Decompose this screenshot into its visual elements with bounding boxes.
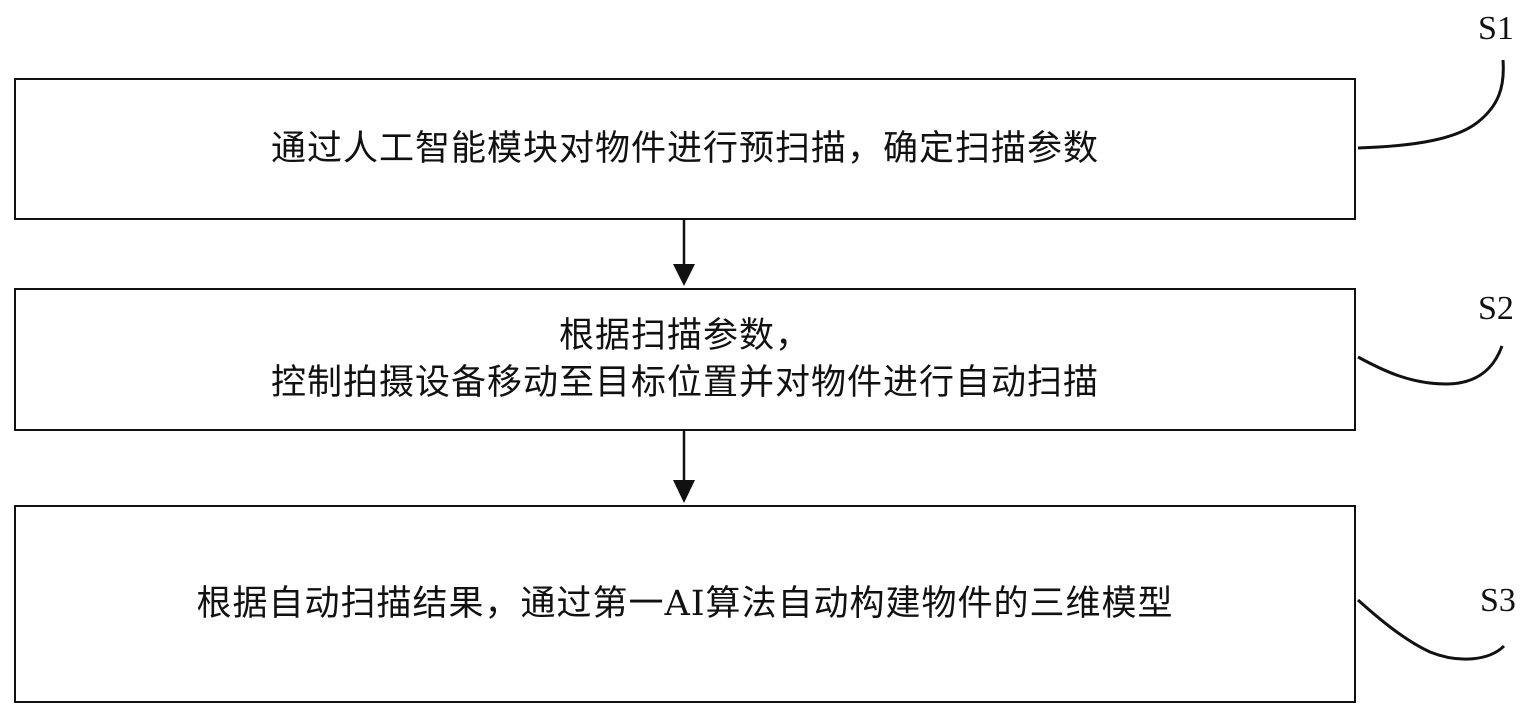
step-s2-text-line-2: 控制拍摄设备移动至目标位置并对物件进行自动扫描 [270, 362, 1099, 403]
step-s1-text: 通过人工智能模块对物件进行预扫描，确定扫描参数 [270, 128, 1099, 169]
step-box-s2: 根据扫描参数， 控制拍摄设备移动至目标位置并对物件进行自动扫描 [14, 288, 1356, 431]
step-box-s3: 根据自动扫描结果，通过第一AI算法自动构建物件的三维模型 [14, 505, 1356, 703]
step-box-s1: 通过人工智能模块对物件进行预扫描，确定扫描参数 [14, 78, 1356, 220]
step-label-s1: S1 [1478, 10, 1514, 47]
step-s2-text-line-1: 根据扫描参数， [558, 315, 811, 356]
step-label-s3: S3 [1480, 582, 1516, 619]
arrow-s1-to-s2 [673, 220, 695, 286]
leader-line-s2 [1357, 345, 1504, 386]
step-label-s2: S2 [1478, 290, 1514, 327]
leader-line-s1 [1357, 59, 1505, 150]
arrow-s2-to-s3 [673, 431, 695, 503]
step-s3-text: 根据自动扫描结果，通过第一AI算法自动构建物件的三维模型 [196, 583, 1174, 624]
